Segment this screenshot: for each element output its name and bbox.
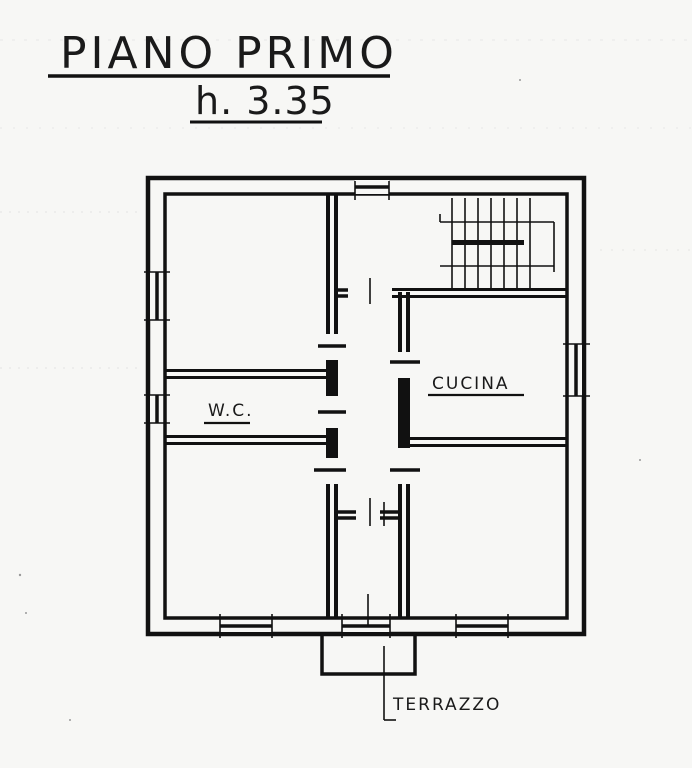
scan-noise <box>0 39 692 721</box>
room-label-cucina: CUCINA <box>432 374 510 394</box>
window-marks <box>144 180 590 638</box>
staircase <box>439 198 555 288</box>
terrace <box>320 632 417 721</box>
plan-height: h. 3.35 <box>195 79 335 123</box>
interior-walls <box>165 194 567 626</box>
room-label-wc: W.C. <box>208 401 254 421</box>
room-label-terrazzo: TERRAZZO <box>392 695 501 715</box>
plan-title: PIANO PRIMO <box>60 28 398 79</box>
